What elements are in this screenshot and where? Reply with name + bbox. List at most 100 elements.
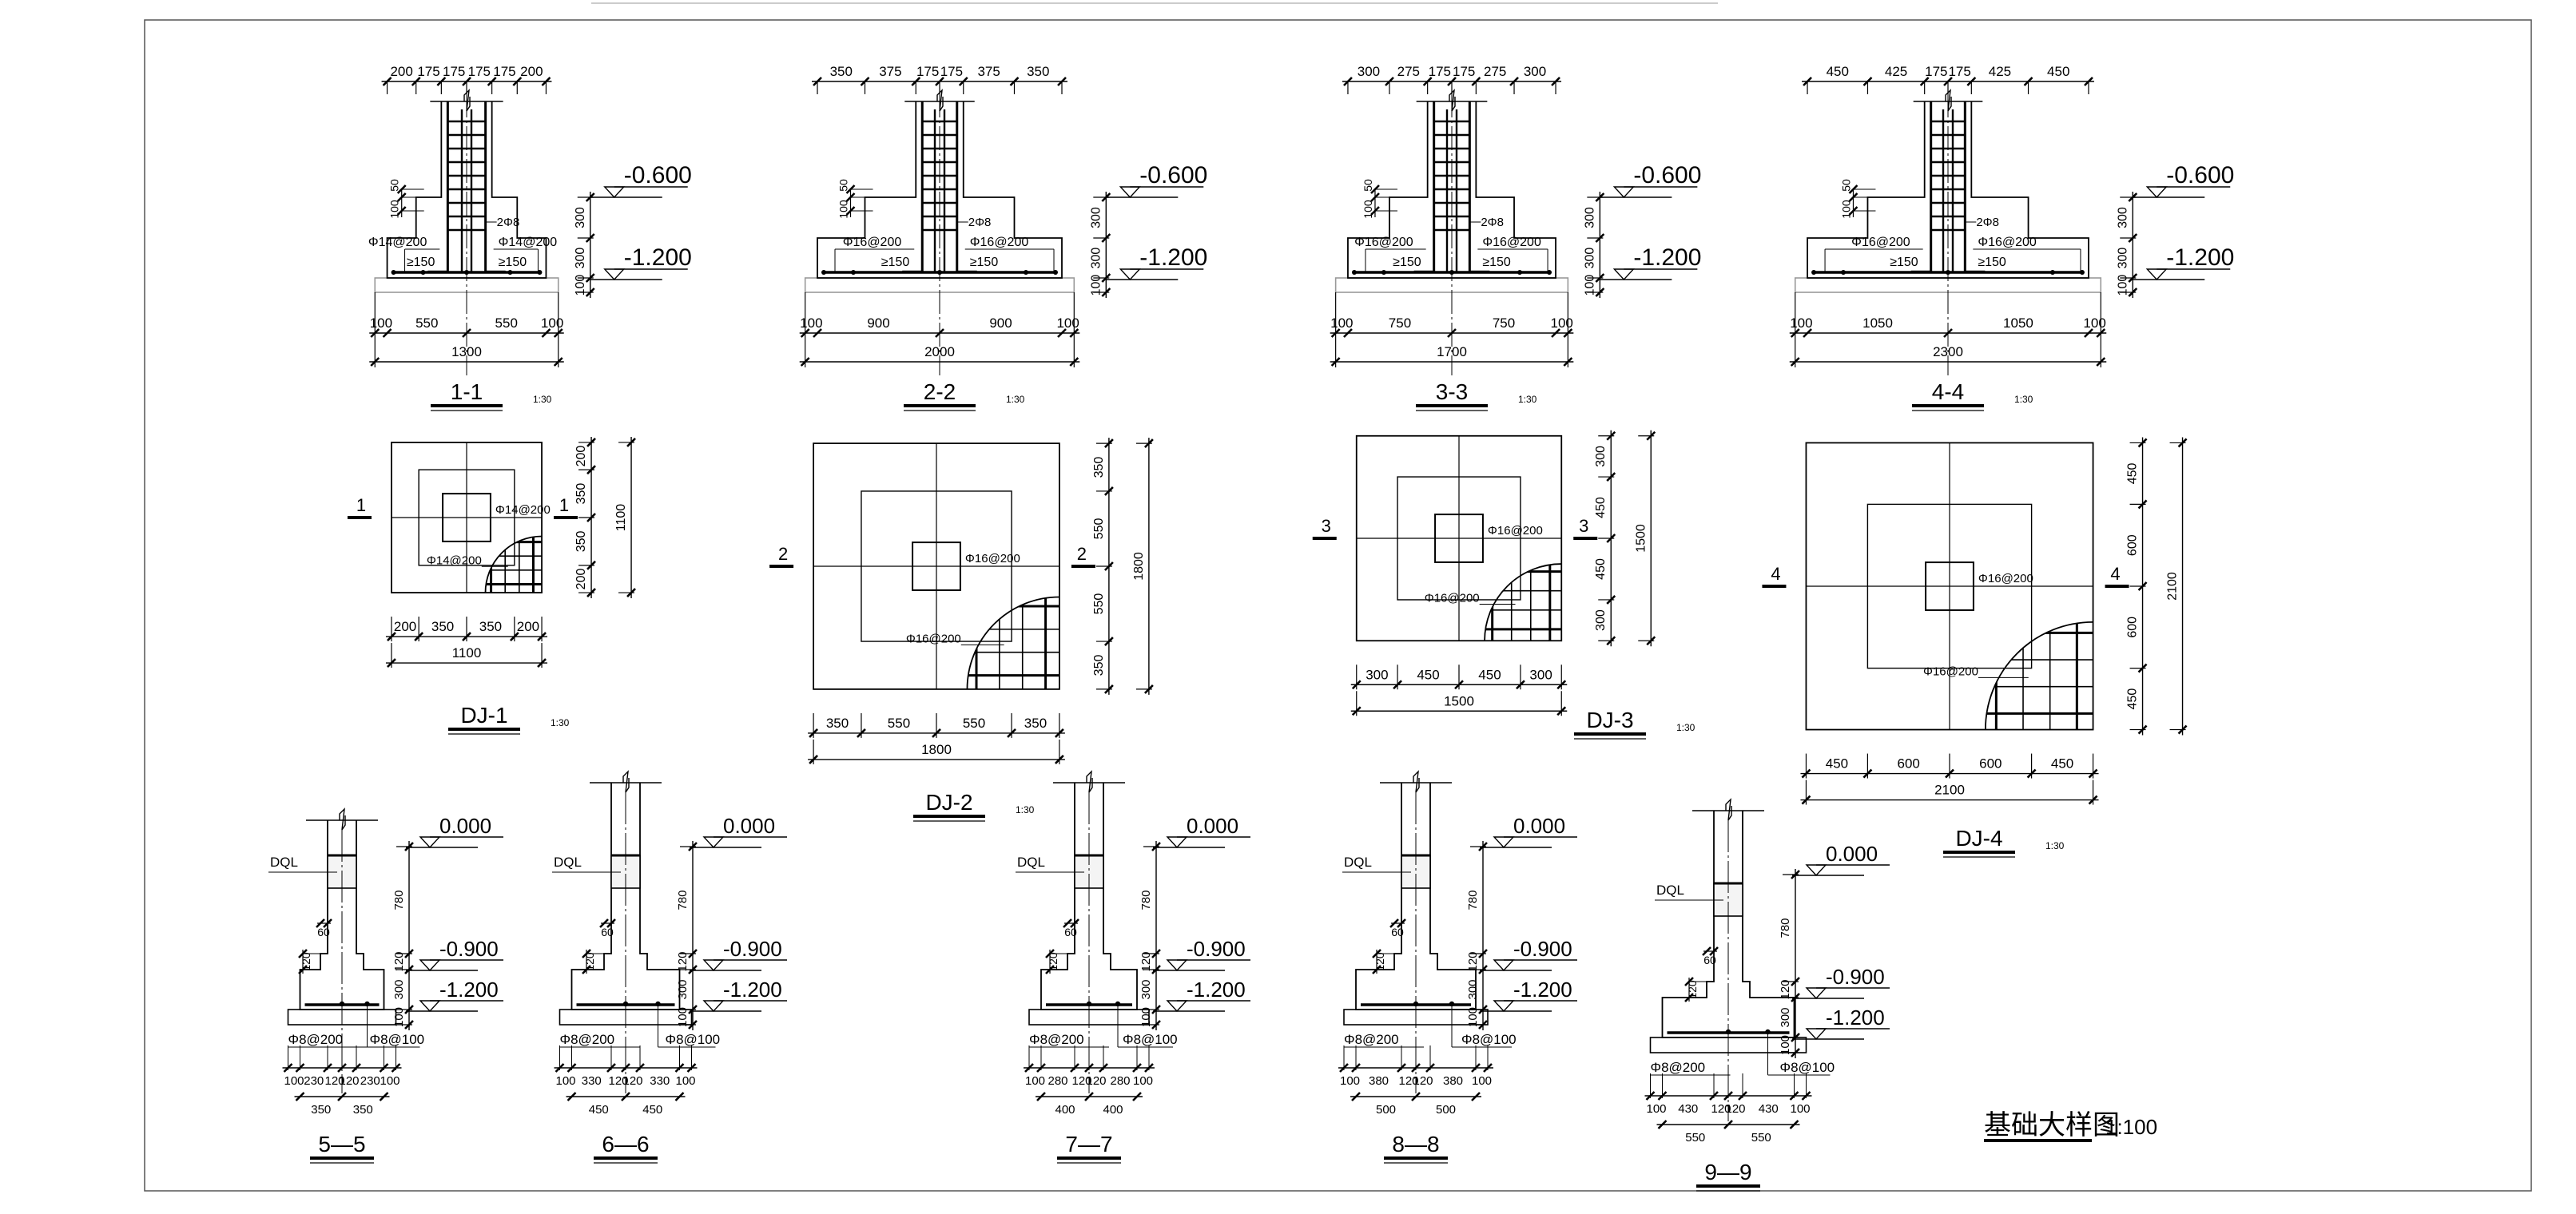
dimension-text: 175 (1925, 64, 1947, 79)
dimension-tick (337, 1063, 347, 1073)
rebar-dot (420, 270, 426, 275)
dimension-text: 780 (1139, 890, 1153, 910)
dimension-tick (541, 328, 551, 338)
dimension-text: 600 (1979, 756, 2002, 772)
dimension-tick (1069, 357, 1079, 367)
section-title: 1-1 (451, 379, 483, 404)
elevation-symbol (1612, 186, 1635, 199)
beam-label: DQL (1656, 883, 1684, 898)
break-symbol (1449, 89, 1456, 112)
section-marker: 4 (2110, 564, 2120, 584)
dimension-text: 100 (1790, 1102, 1810, 1116)
dimension-text: 350 (826, 716, 849, 731)
elevation-text: -0.600 (624, 162, 692, 188)
dimension-text: 120 (339, 1074, 359, 1088)
elevation-text: -1.200 (439, 978, 499, 1002)
dimension-text: 2000 (924, 344, 955, 359)
elevation-symbol (2145, 186, 2168, 199)
dimension-text: 780 (1466, 890, 1480, 910)
dimension-tick (1789, 1091, 1799, 1101)
dimension-tick (379, 1063, 389, 1073)
break-symbol (1086, 770, 1093, 793)
section-title: DJ-3 (1586, 708, 1633, 732)
elevation-text: -1.200 (1633, 244, 1701, 271)
dimension-tick (1723, 1091, 1733, 1101)
dimension-text: 1050 (2003, 315, 2033, 331)
dimension-text: 60 (1703, 954, 1716, 966)
dimension-tick (462, 328, 471, 338)
anchor-label: ≥150 (407, 256, 435, 269)
dimension-text: 120 (392, 951, 406, 971)
dimension-text: 600 (2126, 534, 2140, 556)
dimension-tick (1563, 357, 1573, 367)
section-title: 8—8 (1392, 1132, 1439, 1156)
dimension-text: 350 (431, 619, 454, 634)
dimension-text: 175 (443, 64, 465, 79)
anchor-label: ≥150 (1482, 256, 1511, 269)
elevation-symbol (702, 959, 725, 972)
elevation-symbol (1493, 1000, 1515, 1013)
dimension-tick (1801, 1091, 1811, 1101)
dimension-text: 1500 (1444, 693, 1474, 708)
dimension-text: 1300 (451, 344, 482, 359)
dimension-text: 275 (1397, 64, 1420, 79)
section-title: DJ-1 (460, 703, 507, 728)
rebar-label: Φ14@200 (427, 553, 482, 567)
dimension-tick (553, 357, 563, 367)
dimension-text: 100 (1583, 275, 1596, 296)
rebar-dot (1115, 1001, 1121, 1007)
elevation-symbol (419, 836, 441, 849)
stirrup-label: 2Φ8 (497, 216, 520, 229)
dimension-text: 430 (1678, 1102, 1698, 1116)
dimension-text: 175 (916, 64, 939, 79)
dimension-text: 550 (1092, 593, 1106, 615)
dimension-tick (1330, 357, 1341, 367)
dimension-tick (635, 1063, 645, 1073)
dimension-text: 300 (1358, 64, 1380, 79)
dimension-text: 780 (676, 890, 690, 910)
elevation-symbol (2145, 268, 2168, 281)
dimension-tick (1036, 1092, 1046, 1101)
dimension-text: 100 (1340, 1074, 1360, 1088)
beam-label: DQL (1344, 855, 1372, 870)
dimension-tick (1397, 918, 1406, 928)
dimension-tick (1070, 918, 1079, 928)
elevation-symbol (1119, 186, 1141, 199)
dimension-text: 100 (380, 1074, 400, 1088)
dimension-tick (1483, 1063, 1493, 1073)
rebar-dot (1024, 270, 1028, 275)
dimension-tick (283, 1063, 293, 1073)
dimension-tick (1351, 1063, 1361, 1073)
stirrup-label: 2Φ8 (1481, 216, 1504, 229)
rebar-label: Φ8@100 (370, 1032, 425, 1047)
dimension-tick (1551, 328, 1560, 338)
elevation-text: -1.200 (2166, 244, 2234, 271)
elevation-symbol (419, 959, 441, 972)
dimension-text: 120 (300, 952, 312, 971)
dimension-tick (606, 918, 616, 928)
dimension-text: 300 (1594, 446, 1608, 467)
rebar-dot (851, 270, 856, 275)
elevation-text: -1.200 (1139, 244, 1207, 271)
dimension-text: 60 (1391, 926, 1404, 938)
section-title: 2-2 (924, 379, 956, 404)
dimension-text: 175 (468, 64, 491, 79)
rebar-label: Φ8@100 (1123, 1032, 1178, 1047)
dimension-tick (1063, 918, 1072, 928)
dimension-text: 2300 (1933, 344, 1963, 359)
section-scale: 1:30 (1518, 394, 1537, 405)
rebar-label: Φ14@200 (368, 236, 427, 249)
dimension-tick (1411, 1092, 1421, 1101)
drawing-title: 基础大样图 1:100 (1984, 1109, 2157, 1142)
section-scale: 1:30 (551, 717, 570, 728)
rebar-dot (1841, 270, 1847, 275)
section-scale: 1:30 (1006, 394, 1025, 405)
rebar-detail-arc (1484, 563, 1562, 641)
rebar-label: Φ16@200 (1488, 524, 1543, 538)
dimension-text: 60 (601, 926, 614, 938)
beam-label: DQL (554, 855, 582, 870)
dimension-text: 175 (1429, 64, 1451, 79)
dimension-text: 280 (1047, 1074, 1067, 1088)
dimension-text: 100 (1025, 1074, 1045, 1088)
dimension-tick (686, 1063, 697, 1073)
